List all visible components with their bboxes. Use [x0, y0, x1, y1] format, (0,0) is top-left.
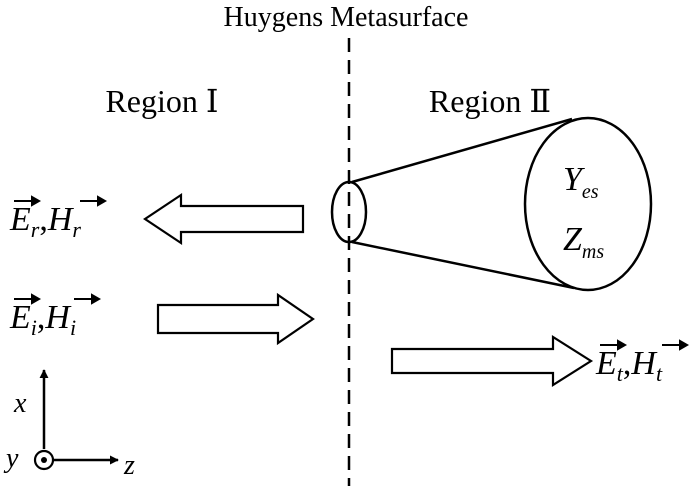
transmitted-wave-arrow: [390, 335, 594, 387]
svg-text:Er,Hr: Er,Hr: [9, 201, 81, 242]
vector-arrows: [14, 293, 102, 305]
z-axis-label: z: [123, 450, 135, 481]
reflected-field-label: Er,Hr: [9, 195, 108, 242]
large-ellipse: [523, 116, 653, 292]
small-ellipse: [330, 180, 368, 244]
region-1-label: Region Ⅰ: [105, 83, 218, 119]
region-2-label: Region Ⅱ: [429, 83, 551, 119]
x-axis-label: x: [13, 388, 27, 419]
y-axis-label: y: [3, 443, 19, 474]
z-ms-symbol: Zms: [563, 221, 604, 263]
vector-arrows: [600, 339, 690, 351]
reflected-wave-arrow: [143, 192, 305, 246]
svg-text:Ei,Hi: Ei,Hi: [9, 299, 76, 340]
incident-wave-arrow: [156, 292, 315, 346]
transmitted-field-label: Et,Ht: [595, 339, 690, 386]
vector-arrows: [14, 195, 108, 207]
cone-bottom-edge: [351, 240, 575, 290]
y-es-symbol: Yes: [563, 161, 599, 203]
incident-field-label: Ei,Hi: [9, 293, 102, 340]
metasurface-title: Huygens Metasurface: [224, 2, 469, 33]
cone-top-edge: [351, 117, 573, 184]
surface-impedance-cone: [330, 116, 653, 292]
y-axis-dot: [41, 457, 47, 463]
svg-text:Et,Ht: Et,Ht: [595, 345, 663, 386]
coordinate-axes: x y z: [3, 369, 135, 481]
